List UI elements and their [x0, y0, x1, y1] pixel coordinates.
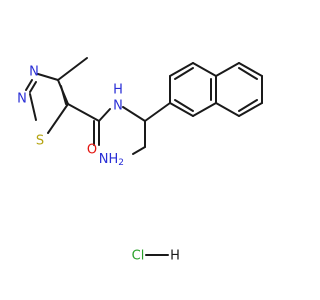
atom-n2-label: N [17, 92, 27, 107]
bond-a5 [192, 102, 217, 117]
bond-b2 [238, 62, 263, 77]
atom-cl-label: Cl [132, 249, 145, 264]
bond-a2 [169, 62, 194, 77]
atom-n3-label: N [29, 65, 39, 80]
bond-a6 [169, 102, 194, 117]
bond-b4-double [238, 99, 258, 112]
bond-n3-n2 [25, 79, 33, 91]
bond-b4 [238, 102, 263, 117]
bond-a3 [192, 62, 217, 77]
atom-nh2-label: NH2 [99, 152, 124, 169]
bond-b2-double [238, 67, 258, 80]
thiadiazole-ring [25, 73, 69, 134]
atom-s1-label: S [36, 134, 44, 149]
amide-group [67, 103, 146, 146]
bond-carbonyl-n [98, 108, 111, 122]
bond-a2-double [174, 67, 194, 80]
bond-c5-carbonyl [67, 103, 100, 122]
bond-n-ch [122, 106, 146, 122]
atom-n-amide-label: N [113, 99, 123, 114]
bond-n3-c4 [37, 73, 59, 81]
bond-ch-naphthyl [144, 102, 171, 122]
bond-b1 [215, 62, 240, 77]
bond-c4-methyl [57, 57, 88, 81]
bond-n2-s1 [29, 93, 37, 121]
bond-c5-s1 [47, 103, 69, 134]
bond-b5 [215, 102, 240, 117]
bond-c4-c5-double [60, 85, 67, 105]
bond-ch2-nh2 [132, 146, 146, 155]
bond-n3-n2-double [29, 81, 37, 93]
atom-h-hcl-label: H [170, 249, 180, 264]
canvas-background [0, 0, 300, 300]
naphthalene-ring [169, 62, 263, 117]
atom-h-amide-label: H [113, 83, 123, 98]
bond-a6-double [174, 99, 194, 112]
molecule-structure: N N S O N H NH2 Cl H [0, 0, 300, 300]
atom-o-label: O [87, 143, 97, 158]
